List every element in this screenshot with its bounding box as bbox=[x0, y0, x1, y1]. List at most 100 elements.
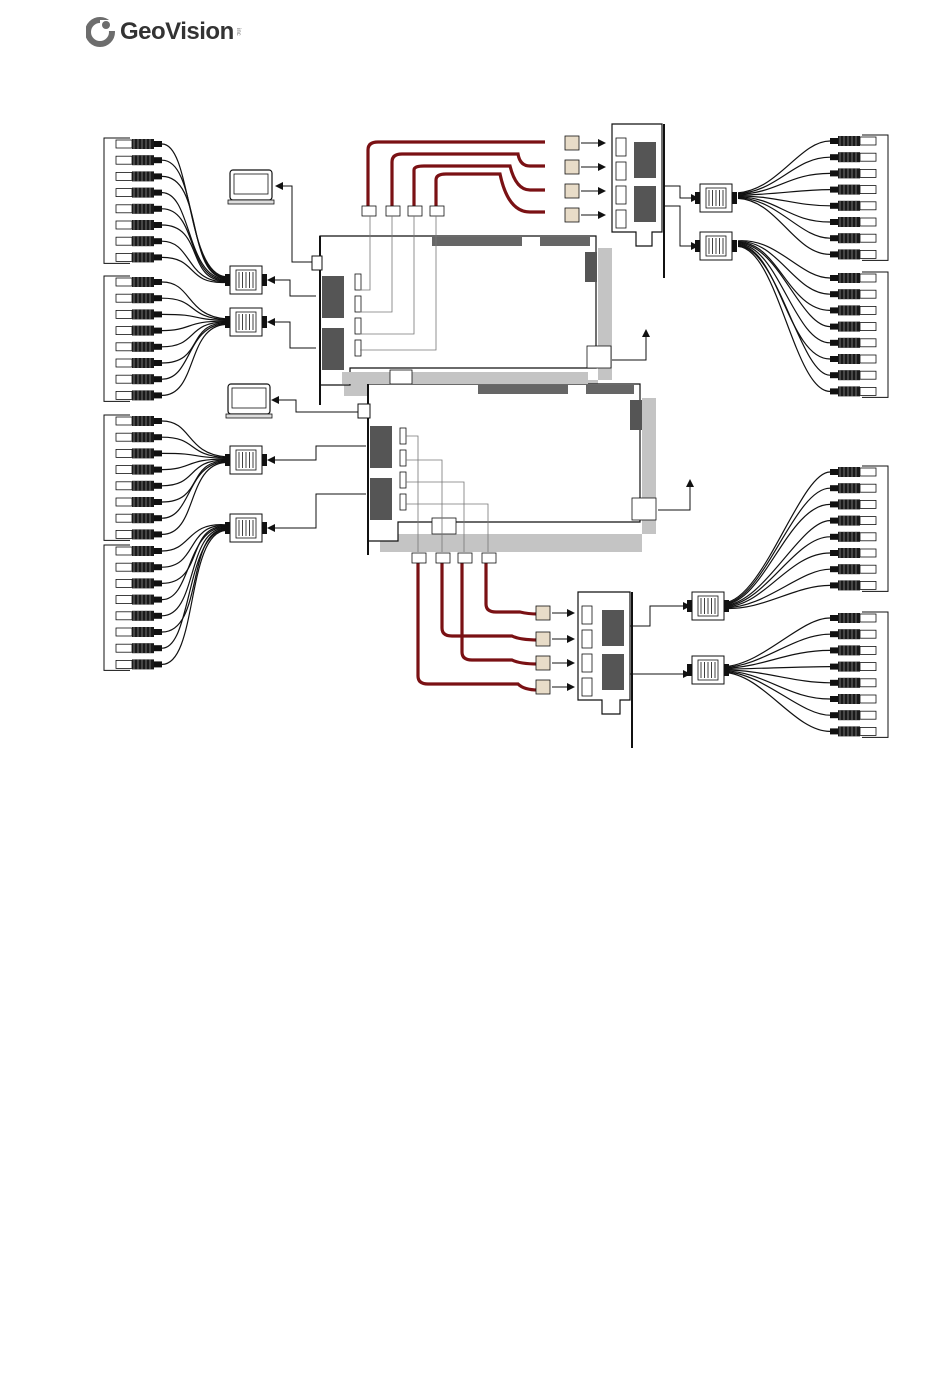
bnc-connector-icon bbox=[830, 580, 876, 590]
bnc-connector-icon bbox=[830, 136, 876, 146]
bnc-connector-icon bbox=[116, 448, 162, 458]
bnc-connector-icon bbox=[116, 204, 162, 214]
bnc-connector-icon bbox=[116, 627, 162, 637]
bnc-connector-icon bbox=[116, 220, 162, 230]
bnc-connector-icon bbox=[830, 305, 876, 315]
ribbon-plug bbox=[412, 553, 426, 563]
bnc-wire bbox=[162, 160, 226, 277]
ribbon-plug bbox=[362, 206, 376, 216]
bnc-connector-icon bbox=[830, 532, 876, 542]
bnc-connector-icon bbox=[830, 662, 876, 672]
bnc-connector-icon bbox=[830, 499, 876, 509]
flow-arrow bbox=[630, 606, 690, 626]
ribbon-plug bbox=[408, 206, 422, 216]
bnc-connector-icon bbox=[116, 481, 162, 491]
bnc-connector-icon bbox=[830, 548, 876, 558]
header-pins bbox=[400, 428, 406, 444]
bnc-connector-icon bbox=[116, 595, 162, 605]
bnc-connector-icon bbox=[116, 390, 162, 400]
bnc-connector-icon bbox=[116, 611, 162, 621]
bnc-connector-icon bbox=[116, 497, 162, 507]
bnc-connector-icon bbox=[830, 249, 876, 259]
bnc-connector-icon bbox=[830, 694, 876, 704]
port bbox=[312, 256, 322, 270]
bnc-wire bbox=[738, 246, 830, 391]
bnc-connector-icon bbox=[830, 289, 876, 299]
bnc-connector-icon bbox=[830, 322, 876, 332]
bnc-connector-icon bbox=[830, 168, 876, 178]
bnc-wire bbox=[162, 282, 226, 319]
bnc-connector-icon bbox=[116, 342, 162, 352]
dsub-connector-icon bbox=[225, 514, 267, 542]
ribbon-plug bbox=[430, 206, 444, 216]
bnc-connector-icon bbox=[830, 516, 876, 526]
chip bbox=[370, 478, 392, 520]
dsub-connector-icon bbox=[687, 656, 729, 684]
bnc-wire bbox=[724, 504, 830, 604]
header-pins bbox=[355, 274, 361, 290]
ribbon-plug bbox=[436, 553, 450, 563]
bnc-connector-icon bbox=[830, 564, 876, 574]
bnc-wire bbox=[724, 521, 830, 606]
bnc-wire bbox=[724, 472, 830, 603]
chip bbox=[585, 252, 597, 282]
flow-arrow bbox=[664, 186, 698, 198]
dsub-connector-icon bbox=[225, 308, 267, 336]
bnc-wire bbox=[162, 324, 226, 395]
bnc-connector-icon bbox=[116, 374, 162, 384]
bnc-connector-icon bbox=[830, 370, 876, 380]
header-pins bbox=[355, 318, 361, 334]
bnc-connector-icon bbox=[116, 155, 162, 165]
bnc-connector-icon bbox=[830, 201, 876, 211]
bnc-wire bbox=[162, 530, 226, 664]
bnc-connector-icon bbox=[830, 152, 876, 162]
bnc-connector-icon bbox=[116, 293, 162, 303]
bridge-strip bbox=[342, 372, 588, 384]
bnc-connector-icon bbox=[830, 710, 876, 720]
flow-arrow bbox=[268, 280, 316, 296]
bnc-wire bbox=[738, 198, 830, 239]
monitor-icon bbox=[228, 170, 274, 204]
bnc-connector-icon bbox=[116, 139, 162, 149]
bnc-connector-icon bbox=[830, 354, 876, 364]
bnc-connector-icon bbox=[116, 578, 162, 588]
bnc-connector-icon bbox=[116, 416, 162, 426]
pci-edge bbox=[540, 237, 590, 246]
ribbon-cable bbox=[414, 166, 545, 206]
cable-connector bbox=[565, 184, 579, 198]
ribbon-cable bbox=[436, 174, 545, 212]
ribbon-cable bbox=[442, 562, 538, 640]
bnc-wire bbox=[724, 672, 830, 731]
dsub-connector-icon bbox=[687, 592, 729, 620]
dsub-connector-icon bbox=[695, 184, 737, 212]
bnc-connector-icon bbox=[116, 236, 162, 246]
pci-edge bbox=[432, 237, 522, 246]
bnc-connector-icon bbox=[830, 217, 876, 227]
bridge-connector bbox=[432, 518, 456, 534]
bnc-wire bbox=[738, 141, 830, 193]
bnc-connector-icon bbox=[116, 326, 162, 336]
bnc-connector-icon bbox=[830, 338, 876, 348]
ribbon-plug bbox=[458, 553, 472, 563]
bnc-connector-icon bbox=[116, 659, 162, 669]
header-pins bbox=[355, 296, 361, 312]
cable-connector bbox=[536, 656, 550, 670]
bnc-connector-icon bbox=[830, 233, 876, 243]
bridge-connector bbox=[390, 370, 412, 384]
capture-card bbox=[368, 384, 640, 541]
pci-edge bbox=[478, 385, 568, 394]
bnc-connector-icon bbox=[830, 185, 876, 195]
ribbon-plug bbox=[482, 553, 496, 563]
bnc-connector-icon bbox=[830, 467, 876, 477]
bnc-connector-icon bbox=[116, 432, 162, 442]
power-connector bbox=[587, 346, 611, 368]
power-arrow bbox=[612, 330, 646, 360]
flow-arrow bbox=[268, 494, 366, 528]
bnc-wire bbox=[162, 324, 226, 380]
power-arrow bbox=[658, 480, 690, 510]
bnc-wire bbox=[724, 672, 830, 716]
bnc-wire bbox=[724, 618, 830, 667]
bnc-connector-icon bbox=[830, 678, 876, 688]
bnc-connector-icon bbox=[830, 273, 876, 283]
bnc-connector-icon bbox=[116, 643, 162, 653]
